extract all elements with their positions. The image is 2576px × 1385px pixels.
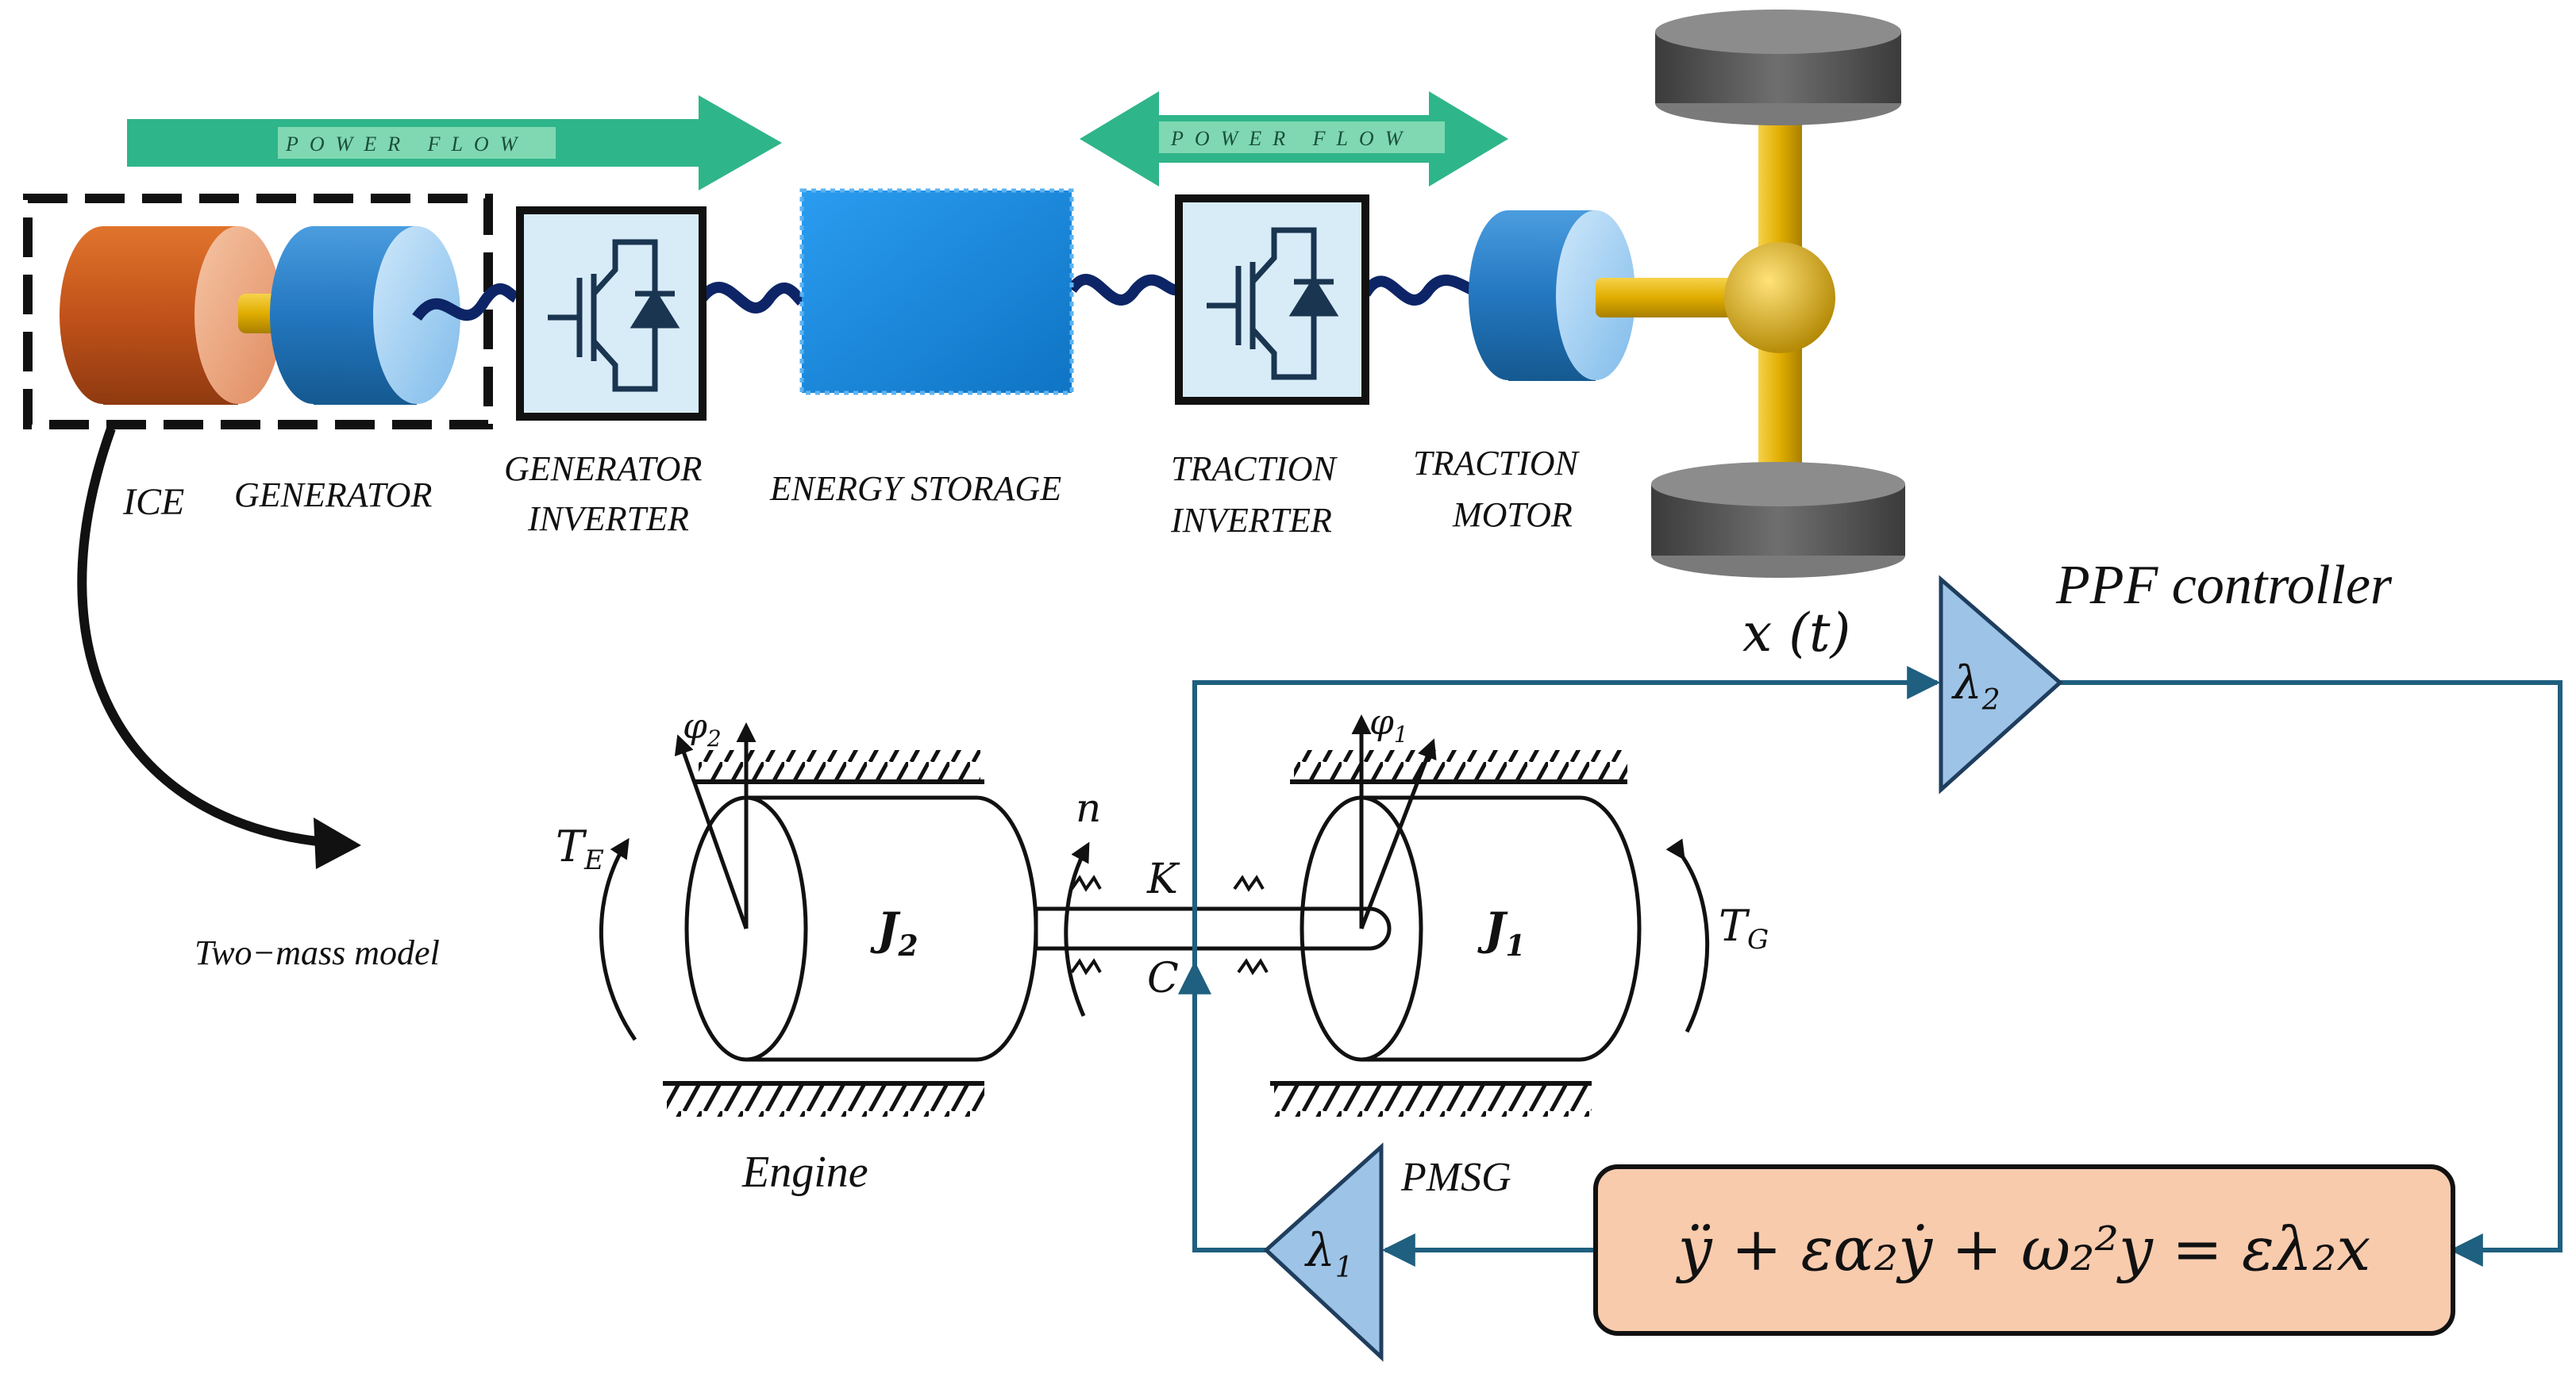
ground-engine-bottom bbox=[663, 1081, 984, 1117]
engine-label: Engine bbox=[741, 1148, 868, 1197]
traction-inverter-box bbox=[1175, 194, 1369, 405]
traction-inverter-label-line1: TRACTION bbox=[1171, 449, 1338, 488]
energy-storage-block bbox=[799, 188, 1074, 395]
traction-motor-label-line1: TRACTION bbox=[1413, 444, 1580, 483]
wire-storage-inverter bbox=[1067, 274, 1181, 306]
generator-inverter-label-line2: INVERTER bbox=[527, 499, 689, 538]
energy-storage-label: ENERGY STORAGE bbox=[769, 469, 1061, 508]
pmsg-label: PMSG bbox=[1400, 1155, 1511, 1200]
traction-motor-label-line2: MOTOR bbox=[1452, 495, 1573, 534]
j1-label: J1 bbox=[1477, 903, 1526, 963]
ice-cylinder bbox=[60, 226, 282, 405]
power-flow-label-right: POWER FLOW bbox=[1170, 127, 1413, 150]
spring-damper-marks bbox=[1070, 875, 1269, 975]
ppf-equation-box: ÿ + εα₂ẏ + ω₂²y = ελ₂x bbox=[1593, 1164, 2455, 1336]
pmsg-mass-j1 bbox=[1300, 795, 1642, 1062]
gain-lambda1: λ1 bbox=[1263, 1142, 1384, 1362]
j2-label: J2 bbox=[870, 903, 918, 963]
n-label: n bbox=[1076, 785, 1101, 831]
traction-inverter-label-line2: INVERTER bbox=[1170, 501, 1332, 540]
ppf-equation: ÿ + εα₂ẏ + ω₂²y = ελ₂x bbox=[1676, 1214, 2371, 1284]
controller-signal-lines bbox=[1178, 666, 2563, 1267]
gain-lambda2: λ2 bbox=[1939, 575, 2063, 794]
c-label: C bbox=[1147, 955, 1179, 1002]
wheel-axle-assembly bbox=[1596, 10, 1905, 578]
generator-inverter-label-line1: GENERATOR bbox=[504, 449, 702, 488]
phi2-indicator bbox=[674, 722, 757, 929]
te-label: TE bbox=[556, 821, 604, 876]
wire-inverter-motor bbox=[1361, 275, 1483, 306]
generator-inverter-box bbox=[516, 206, 707, 421]
ground-engine-top bbox=[695, 750, 984, 784]
gain-lambda1-label: λ1 bbox=[1304, 1223, 1353, 1284]
ppf-controller-title: PPF controller bbox=[2055, 555, 2393, 616]
ground-pmsg-bottom bbox=[1270, 1081, 1592, 1117]
igbt-icon bbox=[1207, 227, 1339, 380]
k-label: K bbox=[1146, 856, 1180, 903]
n-rotation-arrow bbox=[1064, 841, 1090, 1018]
generator-cylinder bbox=[270, 226, 460, 405]
tg-label: TG bbox=[1719, 901, 1769, 956]
input-signal-label: x (t) bbox=[1742, 602, 1850, 664]
coupling-shaft bbox=[1034, 906, 1392, 951]
te-torque-arrow bbox=[599, 837, 637, 1041]
zoom-curve-arrow bbox=[77, 426, 318, 846]
wire-generator-inverter bbox=[412, 283, 519, 321]
zoom-curve-arrowhead bbox=[314, 818, 361, 869]
wire-inverter-storage bbox=[698, 282, 807, 314]
power-flow-label-left: POWER FLOW bbox=[285, 133, 528, 156]
power-flow-arrow-right: POWER FLOW bbox=[1080, 91, 1508, 187]
ice-generator-dashed-box bbox=[23, 194, 493, 429]
generator-label: GENERATOR bbox=[234, 475, 432, 514]
wheel-bottom bbox=[1651, 462, 1905, 578]
phi1-label: φ1 bbox=[1369, 702, 1408, 748]
gain-lambda2-label: λ2 bbox=[1951, 656, 2000, 717]
ice-label: ICE bbox=[122, 481, 184, 523]
engine-mass-j2 bbox=[684, 795, 1038, 1062]
two-mass-model-label: Two−mass model bbox=[194, 933, 440, 972]
power-flow-arrow-left: POWER FLOW bbox=[127, 95, 782, 190]
igbt-icon bbox=[548, 239, 680, 392]
tg-torque-arrow bbox=[1665, 838, 1710, 1033]
ground-pmsg-top bbox=[1290, 750, 1627, 784]
phi2-label: φ2 bbox=[683, 706, 722, 752]
phi1-indicator bbox=[1351, 714, 1437, 929]
wheel-top bbox=[1655, 10, 1901, 125]
